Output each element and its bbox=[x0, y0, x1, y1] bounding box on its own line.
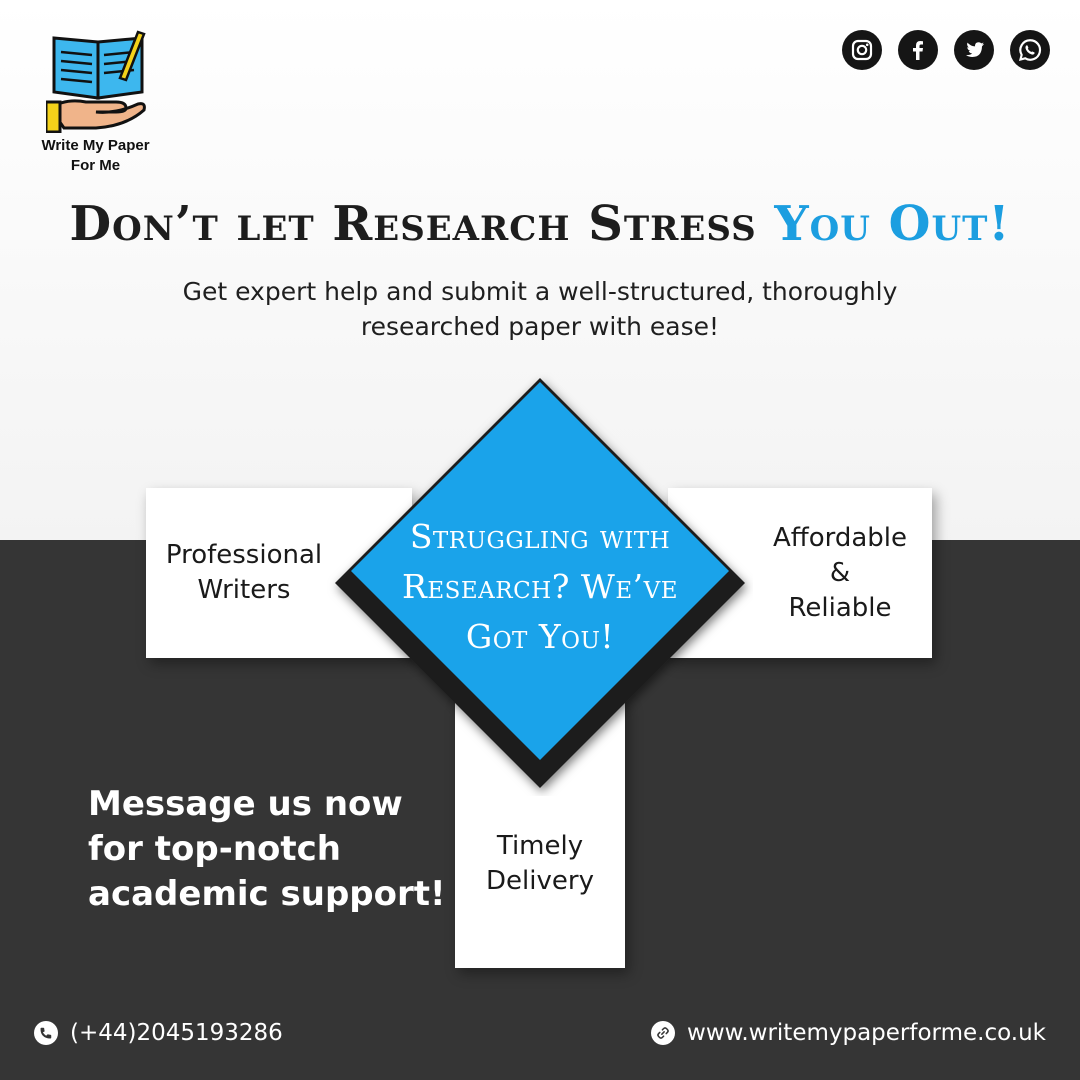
feature-affordable-line2: & bbox=[829, 557, 851, 588]
feature-affordable-line1: Affordable bbox=[773, 522, 907, 553]
brand-name: Write My Paper For Me bbox=[28, 136, 163, 176]
phone-contact[interactable]: (+44)2045193286 bbox=[34, 1020, 283, 1046]
page-title: Don’t let Research Stress You Out! bbox=[0, 196, 1080, 252]
headline-main: Don’t let Research Stress bbox=[69, 196, 775, 252]
website-url: www.writemypaperforme.co.uk bbox=[687, 1020, 1046, 1046]
headline-accent: You Out! bbox=[774, 196, 1011, 252]
call-to-action: Message us now for top-notch academic su… bbox=[88, 782, 448, 917]
cta-line3: academic support! bbox=[88, 874, 446, 914]
feature-delivery-line1: Timely bbox=[496, 831, 584, 861]
social-links bbox=[842, 30, 1050, 70]
instagram-icon[interactable] bbox=[842, 30, 882, 70]
book-hand-icon bbox=[46, 30, 146, 133]
whatsapp-icon[interactable] bbox=[1010, 30, 1050, 70]
phone-icon bbox=[34, 1021, 58, 1045]
brand-name-line1: Write My Paper bbox=[41, 137, 150, 154]
center-line2: Research? We’ve bbox=[401, 567, 679, 606]
feature-affordable-line3: Reliable bbox=[788, 592, 892, 623]
feature-card-delivery: Timely Delivery bbox=[455, 700, 625, 968]
feature-writers-line1: Professional bbox=[165, 540, 323, 570]
center-line3: Got You! bbox=[465, 617, 615, 656]
brand-name-line2: For Me bbox=[70, 157, 121, 174]
link-icon bbox=[651, 1021, 676, 1045]
twitter-icon[interactable] bbox=[954, 30, 994, 70]
facebook-icon[interactable] bbox=[898, 30, 938, 70]
cta-line1: Message us now bbox=[88, 784, 403, 824]
cta-line2: for top-notch bbox=[88, 829, 341, 869]
feature-card-writers: Professional Writers bbox=[146, 488, 412, 658]
feature-card-affordable: Affordable & Reliable bbox=[668, 488, 932, 658]
brand-logo[interactable]: Write My Paper For Me bbox=[28, 28, 168, 178]
feature-delivery-line2: Delivery bbox=[486, 866, 594, 896]
phone-number: (+44)2045193286 bbox=[70, 1020, 283, 1046]
subheadline: Get expert help and submit a well-struct… bbox=[182, 277, 898, 341]
feature-writers-line2: Writers bbox=[197, 575, 291, 605]
center-line1: Struggling with bbox=[409, 517, 671, 556]
center-message: Struggling with Research? We’ve Got You! bbox=[380, 512, 700, 662]
website-link[interactable]: www.writemypaperforme.co.uk bbox=[651, 1020, 1046, 1046]
